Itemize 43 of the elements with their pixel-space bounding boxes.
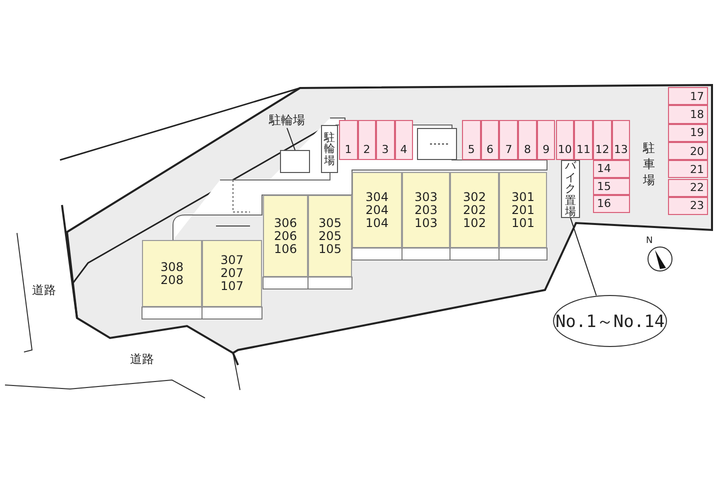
building-block: 306 206 106 <box>263 195 308 277</box>
parking-space: 22 <box>668 178 708 197</box>
north-label: N <box>646 236 653 246</box>
storage-box <box>417 128 457 160</box>
building-block: 304 204 104 <box>352 172 402 248</box>
leader-line <box>286 128 296 150</box>
parking-space: 14 <box>593 160 630 178</box>
parking-space: 11 <box>574 120 593 160</box>
vertical-sign: バイク置場 <box>561 160 580 218</box>
building-block: 308 208 <box>142 240 202 307</box>
road-label: 道路 <box>130 351 154 368</box>
callout-ellipse: No.1～No.14 <box>553 295 667 347</box>
parking-space: 9 <box>536 120 556 160</box>
parking-space: 3 <box>376 120 394 160</box>
building-block: 302 202 102 <box>450 172 499 248</box>
vertical-sign: 駐輪場 <box>321 125 338 173</box>
parking-space: 16 <box>593 195 630 212</box>
leader-line <box>570 218 597 296</box>
building-block: 307 207 107 <box>202 240 262 307</box>
parking-space: 23 <box>668 196 708 216</box>
parking-space: 18 <box>668 105 708 124</box>
area-label: 駐輪場 <box>268 112 306 128</box>
parking-space: 12 <box>592 120 612 160</box>
empty-box <box>280 150 310 173</box>
parking-space: 8 <box>518 120 537 160</box>
parking-space: 2 <box>358 120 376 160</box>
parking-space: 6 <box>480 120 500 160</box>
parking-space: 4 <box>394 120 413 160</box>
parking-space: 1 <box>339 120 358 160</box>
parking-space: 17 <box>668 87 708 106</box>
building-block: 303 203 103 <box>402 172 450 248</box>
parking-space: 7 <box>499 120 518 160</box>
parking-space: 10 <box>556 120 574 160</box>
parking-space: 13 <box>612 120 630 160</box>
road-label: 道路 <box>32 282 56 299</box>
parking-space: 19 <box>668 124 708 142</box>
parking-space: 21 <box>668 160 708 178</box>
vertical-sign: 駐車場 <box>643 140 656 188</box>
parking-space: 20 <box>668 142 708 160</box>
parking-space: 5 <box>462 120 481 160</box>
parking-space: 15 <box>593 178 630 195</box>
building-block: 305 205 105 <box>308 195 352 277</box>
building-block: 301 201 101 <box>499 172 547 248</box>
